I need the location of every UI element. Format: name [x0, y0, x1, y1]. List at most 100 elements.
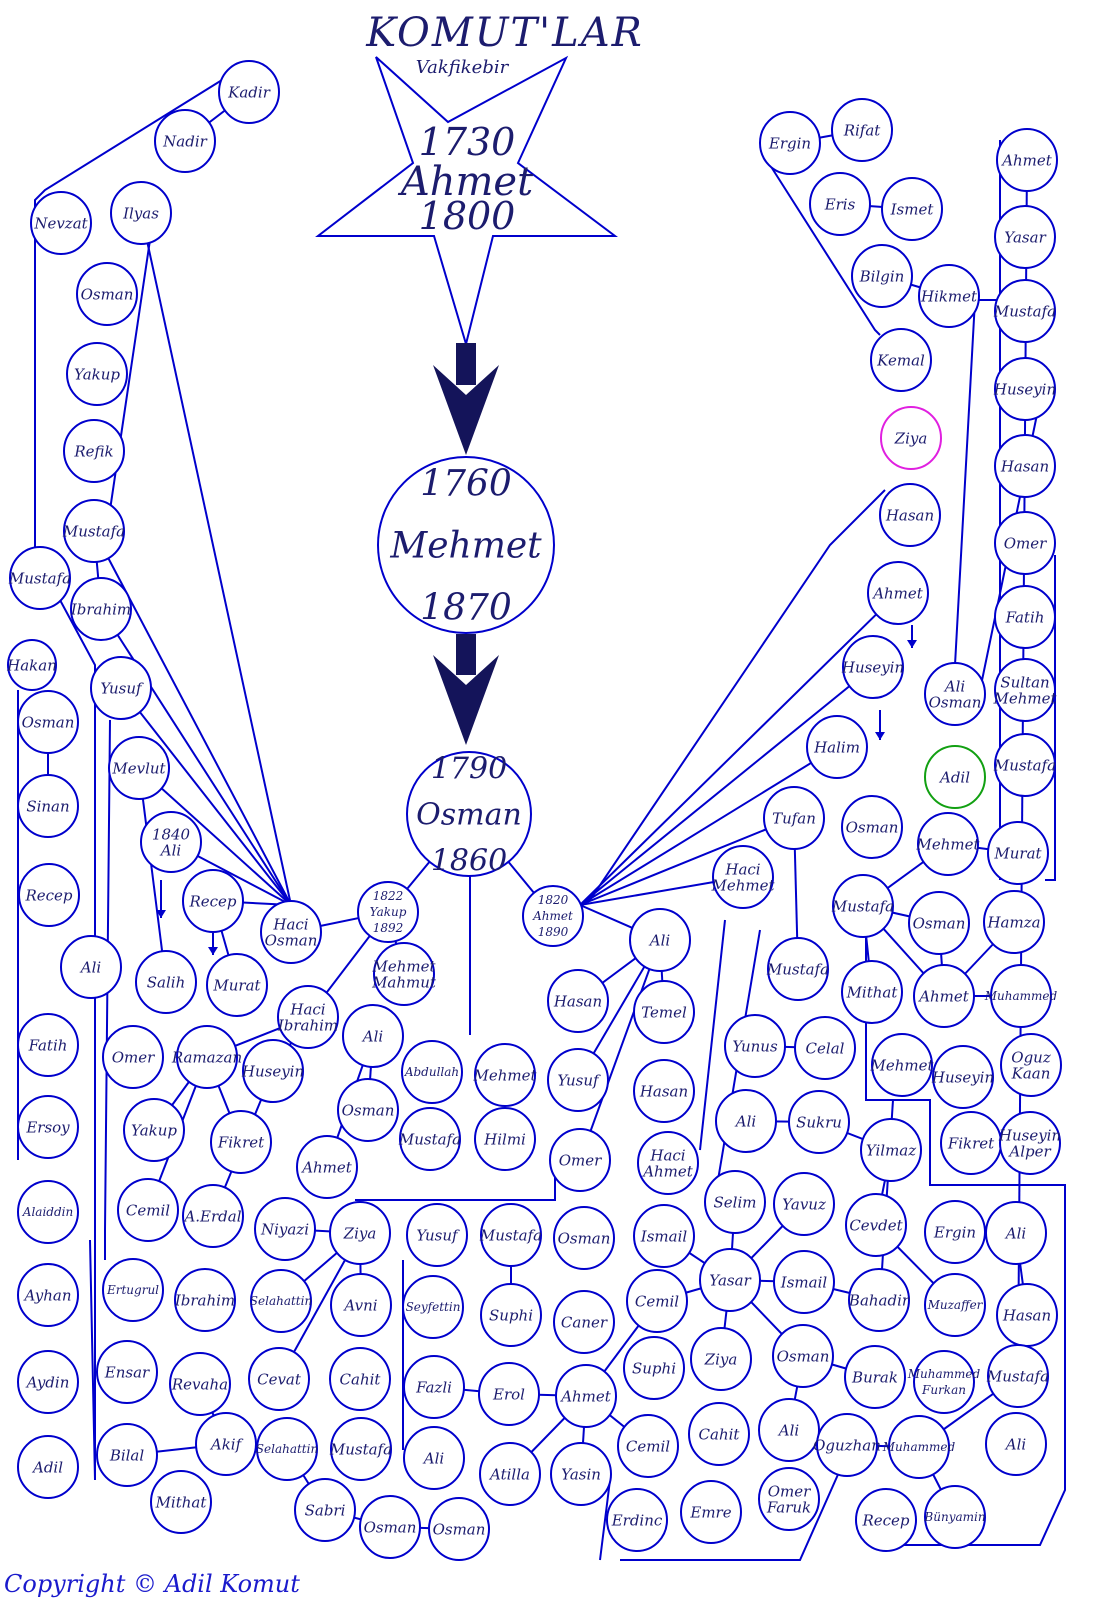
person-name: Ahmet: [917, 987, 970, 1005]
person-node: Nadir: [154, 109, 216, 173]
person-name: Haci: [272, 915, 308, 933]
person-node: Adil: [924, 745, 986, 809]
person-node: Yakup: [66, 342, 128, 406]
person-node: Burak: [844, 1345, 906, 1409]
person-node: Osman: [841, 795, 903, 859]
copyright-text: Copyright © Adil Komut: [4, 1570, 300, 1598]
person-node: Ersoy: [17, 1095, 79, 1159]
person-node: Ahmet: [867, 561, 929, 625]
person-node: Murat: [206, 953, 268, 1017]
person-name: Cevat: [257, 1370, 302, 1388]
person-name: Temel: [641, 1003, 687, 1021]
person-name: Ali: [1004, 1435, 1027, 1453]
person-name: Adil: [938, 768, 970, 786]
person-name: Mustafa: [398, 1130, 461, 1148]
person-node: Halim: [806, 715, 868, 779]
person-node: Cemil: [617, 1414, 679, 1478]
person-node: Cahit: [329, 1347, 391, 1411]
person-name: Cemil: [126, 1201, 170, 1219]
person-node: Suphi: [623, 1336, 685, 1400]
person-node: Erol: [478, 1362, 540, 1426]
person-name: Hasan: [639, 1082, 688, 1100]
person-name: Recep: [24, 886, 72, 904]
person-name: Alaiddin: [22, 1205, 73, 1219]
person-name: Akif: [209, 1435, 244, 1453]
person-name: Hakan: [6, 656, 57, 674]
person-node: Kemal: [870, 328, 932, 392]
person-node: Mehmet: [472, 1043, 537, 1107]
person-name: Huseyin: [841, 658, 904, 676]
person-name: Refik: [73, 442, 113, 460]
person-node: Ahmet: [913, 964, 975, 1028]
small-arrow: [208, 947, 218, 955]
person-name: Ismail: [780, 1273, 828, 1291]
person-name: Ensar: [104, 1363, 150, 1381]
person-node: Ali: [758, 1398, 820, 1462]
person-node: Osman: [553, 1206, 615, 1270]
person-node: Huseyin: [993, 357, 1056, 421]
person-name: Mehmet: [371, 957, 436, 975]
person-name: Halim: [813, 738, 860, 756]
person-name: Mehmet: [710, 876, 775, 894]
person-node: Omer: [994, 511, 1056, 575]
person-name: Osman: [846, 818, 899, 836]
person-name: Fikret: [947, 1134, 995, 1152]
person-node: Hasan: [879, 483, 941, 547]
person-name: Fazli: [415, 1378, 452, 1396]
person-name: Niyazi: [260, 1220, 309, 1238]
person-name: Ahmet: [559, 1387, 612, 1405]
person-name: Ziya: [343, 1224, 377, 1242]
person-name: Ibrahim: [174, 1291, 235, 1309]
person-node: Tufan: [763, 786, 825, 850]
person-name: Mehmet: [472, 1066, 537, 1084]
person-name: Erdinc: [611, 1511, 663, 1529]
person-name: 1820: [538, 893, 569, 907]
person-node: Cevat: [248, 1347, 310, 1411]
person-node: Ahmet: [555, 1364, 617, 1428]
person-node: Mustafa: [62, 499, 125, 563]
person-name: Mustafa: [986, 1367, 1049, 1385]
person-name: Mithat: [846, 983, 899, 1001]
person-name: Osman: [22, 713, 75, 731]
person-node: Ayhan: [17, 1263, 79, 1327]
person-node: Mustafa: [766, 937, 829, 1001]
person-name: Caner: [561, 1313, 608, 1331]
person-name: Faruk: [766, 1498, 811, 1516]
person-node: Seyfettin: [402, 1275, 464, 1339]
person-name: 1870: [420, 588, 512, 629]
person-node: Bilgin: [851, 244, 913, 308]
person-node: Yusuf: [90, 656, 152, 720]
person-node: Huseyin: [241, 1039, 304, 1103]
person-name: Ahmet: [532, 909, 573, 923]
root-line: 1730: [419, 120, 516, 164]
person-node: Sinan: [17, 774, 79, 838]
person-node: Ahmet: [296, 1135, 358, 1199]
person-name: Ziya: [704, 1350, 738, 1368]
person-name: Burak: [851, 1368, 898, 1386]
person-name: Cemil: [635, 1292, 679, 1310]
person-node: Ilyas: [110, 181, 172, 245]
person-node: Oguzhan: [813, 1413, 881, 1477]
person-node: Osman: [76, 262, 138, 326]
down-arrow: [433, 365, 499, 455]
person-node: Fazli: [403, 1355, 465, 1419]
person-node: Niyazi: [254, 1197, 316, 1261]
person-name: Yusuf: [100, 679, 144, 697]
person-node: Ali: [403, 1426, 465, 1490]
small-arrow: [156, 910, 166, 918]
person-name: Ersoy: [25, 1118, 70, 1136]
person-name: Ilyas: [122, 204, 159, 222]
person-name: 1790: [431, 752, 507, 787]
person-node: Cemil: [117, 1178, 179, 1242]
person-node: Yasar: [994, 205, 1056, 269]
person-name: Muhammed: [984, 989, 1058, 1003]
person-name: Ahmet: [871, 584, 924, 602]
person-name: Ali: [361, 1027, 384, 1045]
person-node: Ismet: [881, 177, 943, 241]
person-name: Salih: [147, 973, 185, 991]
person-name: Cevdet: [849, 1216, 903, 1234]
